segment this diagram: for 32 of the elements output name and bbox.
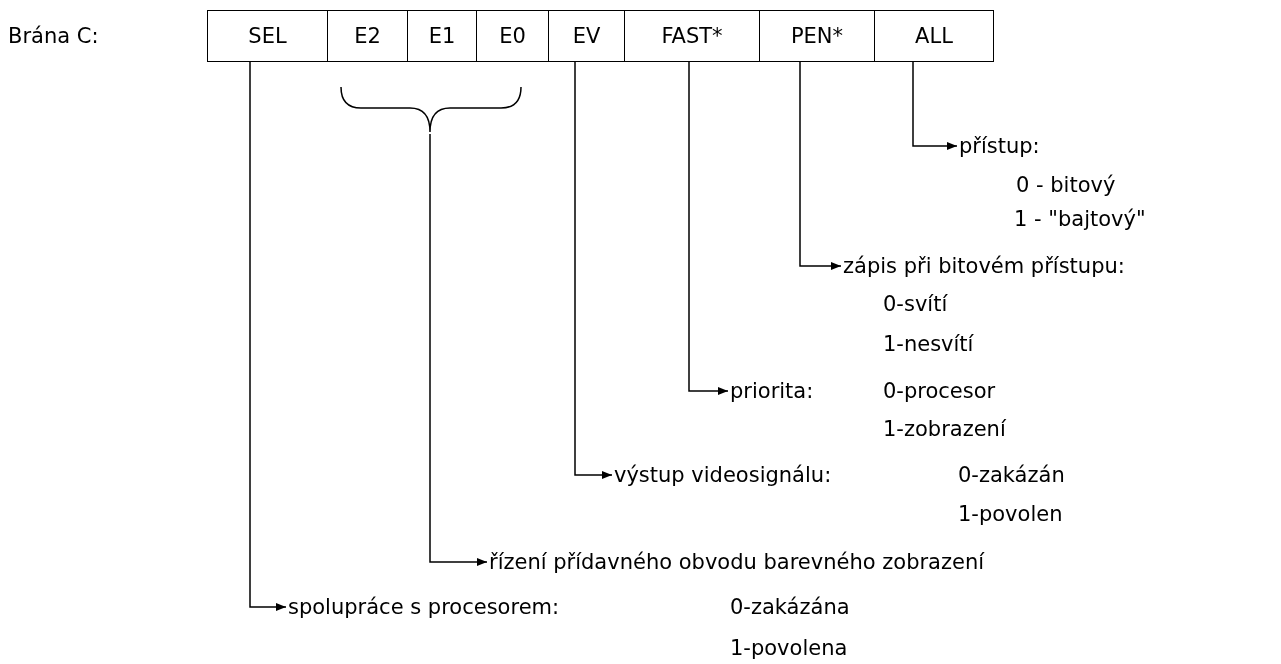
value-option: 1-povolena	[730, 636, 848, 660]
arrow	[912, 61, 958, 150]
value-option: 0 - bitový	[1016, 173, 1116, 197]
arrow	[249, 61, 287, 611]
bit-description: priorita:	[730, 379, 814, 403]
bit-description: řízení přídavného obvodu barevného zobrazení	[489, 550, 985, 574]
bit-description: zápis při bitovém přístupu:	[843, 254, 1125, 278]
register-bit-cell: PEN*	[759, 10, 875, 62]
register-bit-cell: EV	[548, 10, 625, 62]
register-bit-cell: E2	[327, 10, 408, 62]
value-option: 0-procesor	[883, 379, 996, 403]
value-option: 0-svítí	[883, 292, 948, 316]
arrow	[429, 133, 488, 566]
register-bit-cell: FAST*	[624, 10, 760, 62]
register-label: Brána C:	[8, 24, 99, 48]
arrow	[799, 61, 842, 270]
value-option: 1-zobrazení	[883, 417, 1006, 441]
value-option: 1 - "bajtový"	[1014, 207, 1146, 231]
register-bit-cell: SEL	[207, 10, 328, 62]
value-option: 1-povolen	[958, 502, 1063, 526]
register-bit-cell: E0	[476, 10, 549, 62]
arrow	[688, 61, 729, 395]
bit-description: spolupráce s procesorem:	[288, 595, 560, 619]
register-bit-cell: E1	[407, 10, 477, 62]
value-option: 0-zakázána	[730, 595, 850, 619]
curly-brace	[339, 86, 525, 134]
bit-description: výstup videosignálu:	[614, 463, 832, 487]
value-option: 1-nesvítí	[883, 332, 974, 356]
value-option: 0-zakázán	[958, 463, 1065, 487]
arrow	[574, 61, 613, 479]
register-bit-cell: ALL	[874, 10, 994, 62]
bit-description: přístup:	[959, 134, 1040, 158]
